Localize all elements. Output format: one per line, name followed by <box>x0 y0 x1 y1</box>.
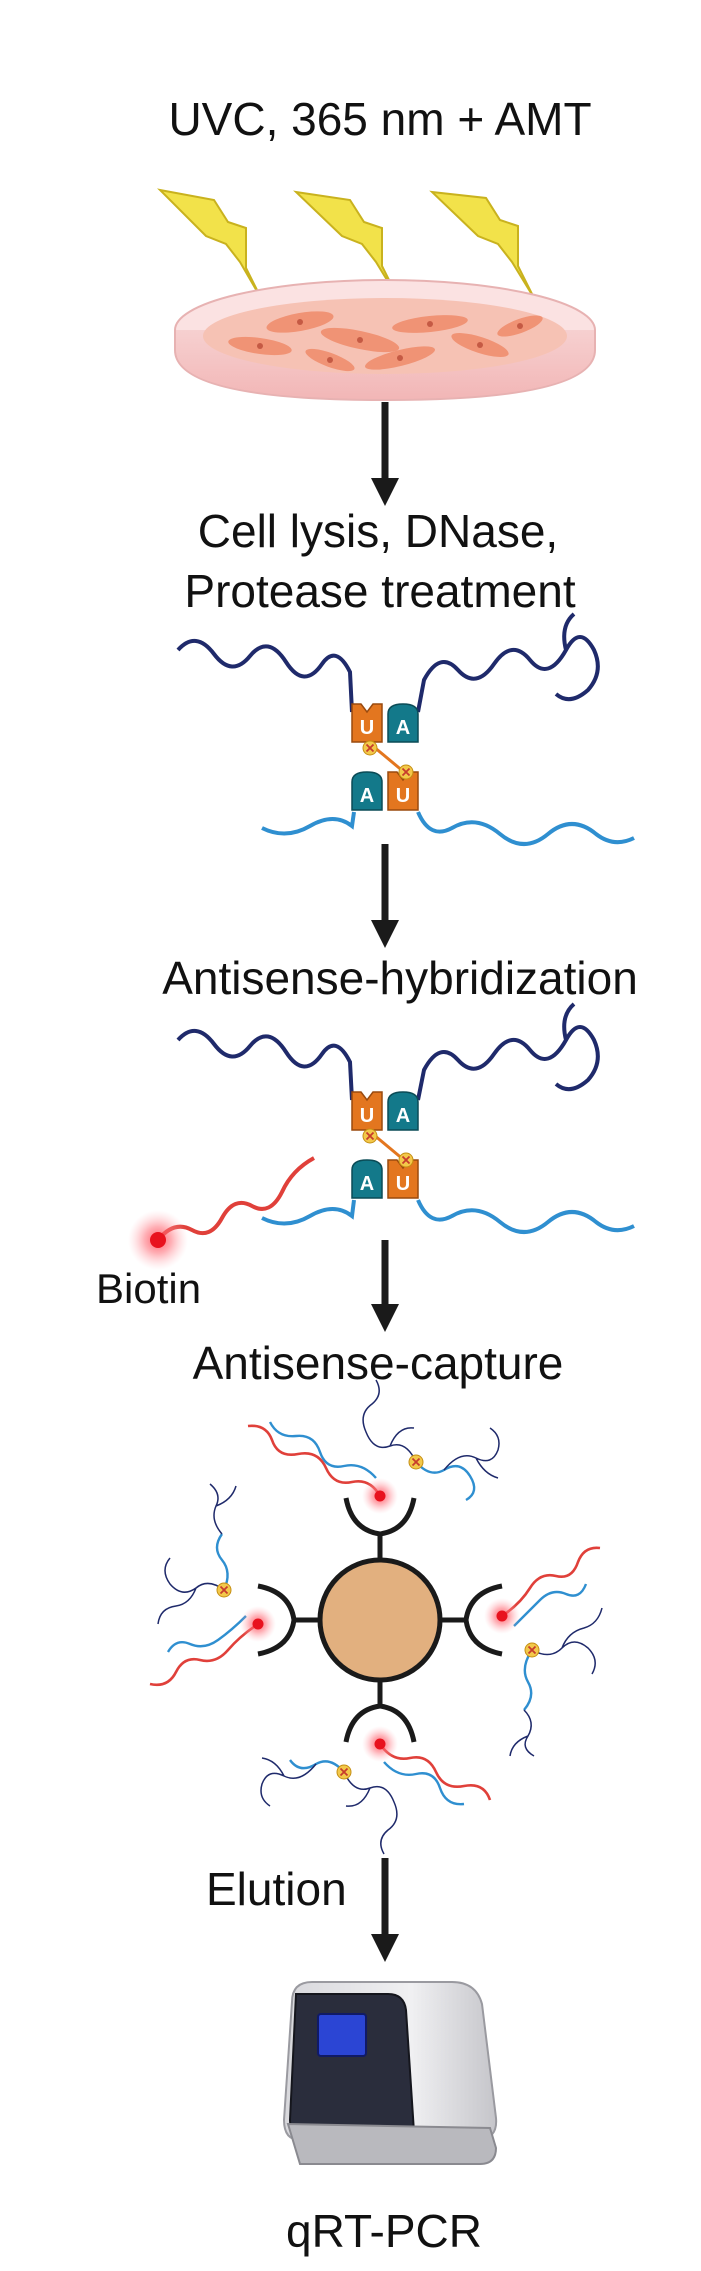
petri-dish-icon <box>174 279 596 402</box>
rna-strand-dark <box>416 1002 600 1101</box>
rna-strand-dark <box>176 639 354 713</box>
step-lysis-label-line2: Protease treatment <box>184 565 576 617</box>
biotin-label: Biotin <box>96 1265 202 1312</box>
lightning-bolt-icon <box>429 190 535 299</box>
step-readout-label: qRT-PCR <box>286 2205 482 2257</box>
step-elution-label: Elution <box>206 1863 347 1915</box>
hybridized-duplex <box>128 1002 635 1270</box>
biotin-icon <box>128 1210 188 1270</box>
captured-complex <box>149 1483 276 1687</box>
streptavidin-bead-icon <box>317 1557 443 1683</box>
captured-complex <box>260 1726 492 1855</box>
step-hybridization-label: Antisense-hybridization <box>162 952 638 1004</box>
rna-strand-dark <box>416 612 600 713</box>
captured-complex <box>247 1379 500 1514</box>
step-crosslink-label: UVC, 365 nm + AMT <box>168 93 592 145</box>
streptavidin-arms <box>257 1497 503 1743</box>
rna-strand-dark <box>176 1029 354 1101</box>
qpcr-machine-icon <box>282 1981 498 2165</box>
step-lysis-label-line1: Cell lysis, DNase, <box>197 505 559 557</box>
antisense-probe <box>156 1156 315 1242</box>
step-capture-label: Antisense-capture <box>192 1337 564 1389</box>
lightning-bolt-icon <box>157 188 263 301</box>
capture-assembly <box>149 1379 603 1855</box>
uv-bolts <box>157 188 535 301</box>
rna-strand-light <box>261 1199 635 1234</box>
captured-complex <box>484 1546 603 1757</box>
rna-strand-light <box>261 811 635 846</box>
crosslinked-rna-duplex <box>176 612 635 846</box>
